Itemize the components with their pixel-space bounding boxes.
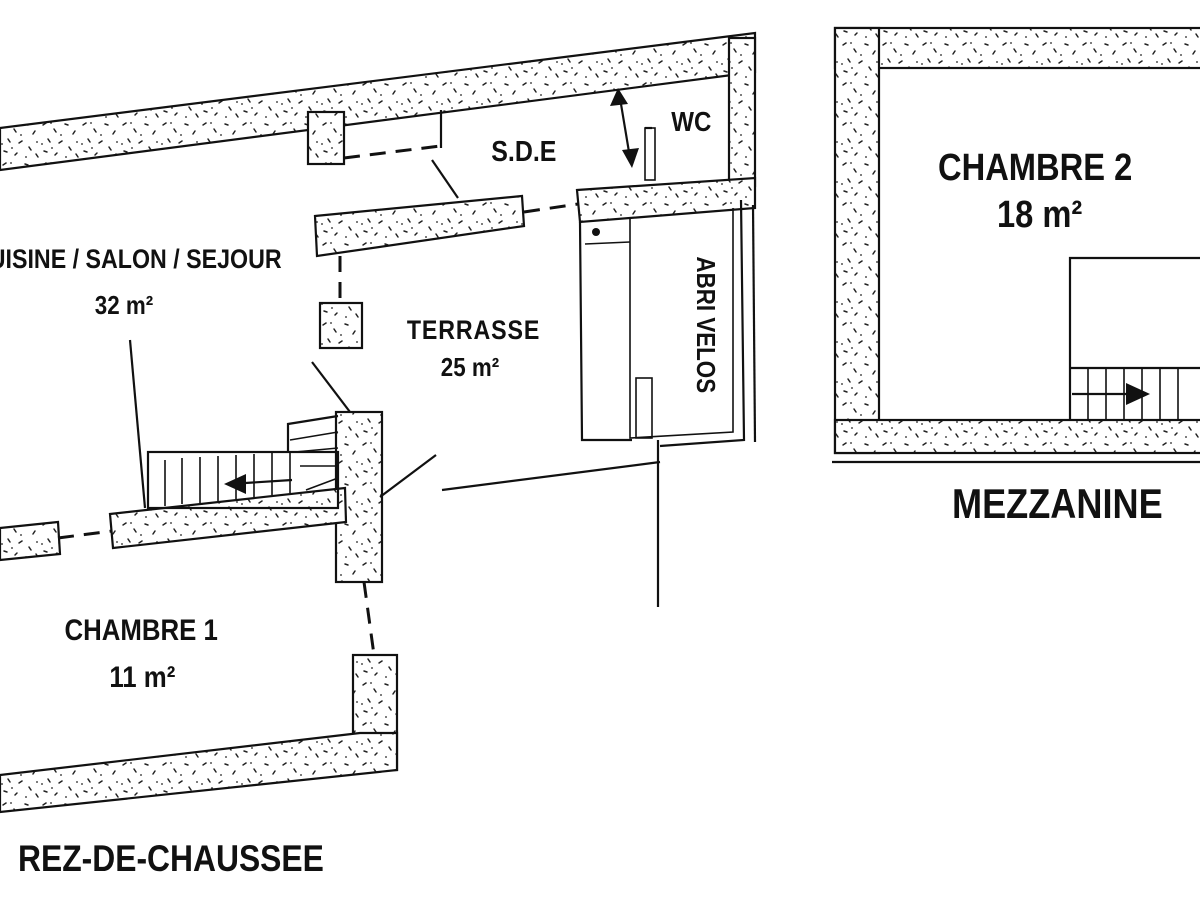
bottom-exterior-wall	[0, 731, 399, 814]
mezzanine-stair-opening	[1068, 256, 1200, 420]
bike-shelter-right-wall	[659, 199, 746, 448]
opening-dashed-2	[523, 202, 579, 214]
drain-icon	[592, 228, 600, 236]
wc-panel-rect	[644, 127, 656, 181]
floor-title-mezzanine: MEZZANINE	[952, 480, 1163, 527]
room-label-bedroom1: CHAMBRE 1	[64, 614, 218, 647]
top-exterior-wall	[0, 31, 757, 172]
wc-wall	[575, 176, 757, 224]
ground-floor-staircase	[146, 414, 340, 510]
room-name-living: CUISINE / SALON / SEJOUR	[0, 244, 282, 274]
room-label-bike-shelter: ABRI VELOS	[690, 256, 721, 394]
room-label-living: CUISINE / SALON / SEJOUR	[0, 244, 282, 275]
door-swing-3	[379, 454, 437, 498]
mezzanine-left-wall	[833, 26, 881, 455]
bedroom-living-wall	[108, 486, 348, 550]
terrace-edge	[441, 460, 661, 492]
right-exterior-wall	[727, 36, 757, 188]
left-wall-stub	[0, 520, 62, 562]
door-swing-1	[431, 159, 459, 199]
room-area-terrace: 25 m²	[440, 352, 500, 382]
mezzanine-plan	[832, 26, 1200, 464]
bike-shelter-post	[635, 377, 653, 439]
door-swing-2	[311, 361, 351, 413]
opening-dashed-1	[343, 144, 441, 160]
floor-title-ground: REZ-DE-CHAUSSEE	[18, 838, 324, 879]
wall-pier-top	[306, 110, 346, 166]
ground-floor-plan	[0, 31, 757, 814]
room-label-bathroom: S.D.E	[491, 136, 557, 168]
bike-shelter-right-wall-2	[751, 204, 757, 443]
mezzanine-staircase	[1070, 366, 1200, 420]
bathroom-wall	[313, 194, 526, 258]
room-area-bedroom2: 18 m²	[996, 194, 1083, 236]
room-area-bedroom1: 11 m²	[109, 661, 176, 694]
double-arrow-icon	[610, 88, 639, 168]
mezzanine-bottom-wall	[833, 418, 1200, 455]
room-label-terrace: TERRASSE	[406, 315, 541, 345]
partition-line	[128, 339, 147, 509]
room-label-bedroom2: CHAMBRE 2	[938, 147, 1133, 189]
bike-shelter-divider	[584, 241, 631, 245]
bike-shelter-inner	[629, 208, 734, 439]
room-label-wc: WC	[671, 106, 712, 137]
terrace-column	[318, 301, 364, 350]
room-area-living: 32 m²	[94, 290, 154, 320]
opening-dashed-4	[57, 529, 113, 540]
mezzanine-top-wall	[833, 26, 1200, 70]
bike-shelter-outline	[578, 221, 632, 442]
opening-dashed-5	[362, 581, 376, 656]
